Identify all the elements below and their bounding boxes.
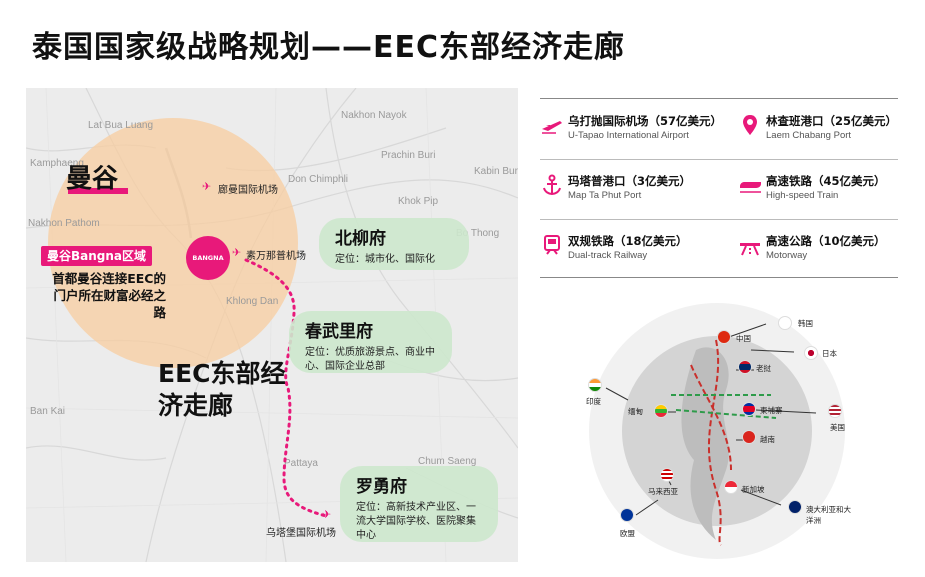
country-label: 美国 (830, 423, 845, 432)
legend-title: 林查班港口（25亿美元） (766, 114, 898, 128)
city-card-chachoengsao: 北柳府 定位：城市化、国际化 (319, 218, 469, 270)
place-name: Prachin Buri (381, 150, 436, 161)
airplane-icon: ✈ (202, 180, 212, 193)
legend-title: 高速公路（10亿美元） (766, 234, 886, 248)
cambodia-flag-icon (742, 402, 756, 416)
legend-title: 乌打抛国际机场（57亿美元） (568, 114, 723, 128)
anchor-icon (543, 174, 561, 196)
legend-subtitle: Laem Chabang Port (766, 130, 852, 141)
legend-item: 高速公路（10亿美元） Motorway (738, 223, 918, 273)
bangkok-underline (68, 188, 128, 194)
place-name: Kamphaeng (30, 158, 84, 169)
city-name: 春武里府 (305, 322, 373, 342)
legend-title: 高速铁路（45亿美元） (766, 174, 886, 188)
location-pin-icon (743, 115, 757, 135)
place-name: Bo Thong (456, 228, 500, 239)
city-description: 定位：城市化、国际化 (335, 254, 435, 265)
airport-label-suvarnabhumi: 素万那普机场 (246, 251, 306, 262)
singapore-flag-icon (724, 480, 738, 494)
city-card-chonburi: 春武里府 定位：优质旅游景点、商业中心、国际企业总部 (289, 311, 452, 373)
country-label: 越南 (760, 435, 775, 444)
country-label: 欧盟 (620, 529, 635, 538)
eec-map: Lat Bua Luang Nakhon Nayok Kamphaeng Pra… (26, 88, 518, 562)
legend-subtitle: U-Tapao International Airport (568, 130, 689, 141)
legend-item: 高速铁路（45亿美元） High-speed Train (738, 163, 918, 213)
place-name: Kabin Buri (474, 166, 518, 177)
legend-subtitle: Motorway (766, 250, 808, 261)
airplane-icon (542, 121, 562, 134)
airplane-icon: ✈ (322, 508, 332, 521)
place-name: Don Chimphli (288, 174, 349, 185)
usa-flag-icon (828, 404, 842, 418)
korea-flag-icon (778, 316, 792, 330)
malaysia-flag-icon (660, 468, 674, 482)
city-description: 定位：优质旅游景点、商业中心、国际企业总部 (305, 347, 435, 372)
bangna-area-tag: 曼谷Bangna区域 (41, 246, 153, 266)
train-icon (544, 235, 560, 255)
country-label: 柬埔寨 (760, 406, 783, 415)
myanmar-flag-icon (654, 404, 668, 418)
legend-title: 双规铁路（18亿美元） (568, 234, 688, 248)
legend-item: 玛塔普港口（3亿美元） Map Ta Phut Port (540, 163, 720, 213)
country-label: 韩国 (798, 319, 813, 328)
country-label: 马来西亚 (648, 487, 678, 496)
airplane-icon: ✈ (232, 246, 242, 259)
country-label: 日本 (822, 349, 837, 358)
bangkok-label: 曼谷 (66, 164, 119, 194)
place-name: Ban Kai (30, 406, 66, 417)
infrastructure-legend: 乌打抛国际机场（57亿美元） U-Tapao International Air… (540, 98, 898, 278)
vietnam-flag-icon (742, 430, 756, 444)
place-name: Pattaya (284, 458, 318, 469)
india-flag-icon (588, 378, 602, 392)
airport-label-don-mueang: 廊曼国际机场 (218, 185, 278, 196)
place-name: Khlong Dan (226, 296, 279, 307)
eec-label: EEC东部经济走廊 (158, 359, 286, 420)
place-name: Lat Bua Luang (88, 120, 154, 131)
bangna-marker: BANGNA (186, 236, 230, 280)
place-name: Chum Saeng (418, 456, 477, 467)
airport-label-utapao: 乌塔堡国际机场 (266, 528, 336, 539)
country-label: 新加坡 (742, 485, 765, 494)
place-name: Nakhon Pathom (28, 218, 100, 229)
eec-corridor-route (244, 258, 328, 518)
legend-subtitle: High-speed Train (766, 190, 839, 201)
city-name: 罗勇府 (356, 477, 407, 497)
china-flag-icon (717, 330, 731, 344)
country-label: 印度 (586, 397, 601, 406)
city-description: 定位：高新技术产业区、一流大学国际学校、医院聚集中心 (356, 502, 476, 541)
international-connection-diagram: 中国 韩国 日本 老挝 印度 缅甸 柬埔寨 美国 越南 马来西亚 新加坡 欧盟 … (566, 300, 868, 562)
high-speed-train-icon (740, 182, 761, 193)
eu-flag-icon (620, 508, 634, 522)
country-label: 中国 (736, 334, 751, 343)
australia-flag-icon (788, 500, 802, 514)
legend-item: 乌打抛国际机场（57亿美元） U-Tapao International Air… (540, 103, 723, 153)
bangna-description: 首都曼谷连接EEC的门户所在财富必经之路 (52, 271, 166, 320)
legend-subtitle: Map Ta Phut Port (568, 190, 642, 201)
motorway-icon (740, 243, 760, 256)
country-label: 老挝 (756, 364, 771, 373)
legend-title: 玛塔普港口（3亿美元） (568, 174, 692, 188)
legend-divider (540, 219, 898, 220)
legend-item: 双规铁路（18亿美元） Dual-track Railway (540, 223, 720, 273)
country-label: 缅甸 (628, 407, 643, 416)
japan-flag-icon (804, 346, 818, 360)
bangkok-area-circle (48, 118, 298, 368)
city-name: 北柳府 (335, 229, 386, 249)
legend-subtitle: Dual-track Railway (568, 250, 648, 261)
place-name: Khok Pip (398, 196, 439, 207)
page-title: 泰国国家级战略规划——EEC东部经济走廊 (32, 30, 626, 65)
laos-flag-icon (738, 360, 752, 374)
legend-divider (540, 159, 898, 160)
city-card-rayong: 罗勇府 定位：高新技术产业区、一流大学国际学校、医院聚集中心 (340, 466, 498, 542)
legend-item: 林查班港口（25亿美元） Laem Chabang Port (738, 103, 918, 153)
place-name: Nakhon Nayok (341, 110, 407, 121)
country-label: 澳大利亚和大洋洲 (806, 505, 851, 525)
